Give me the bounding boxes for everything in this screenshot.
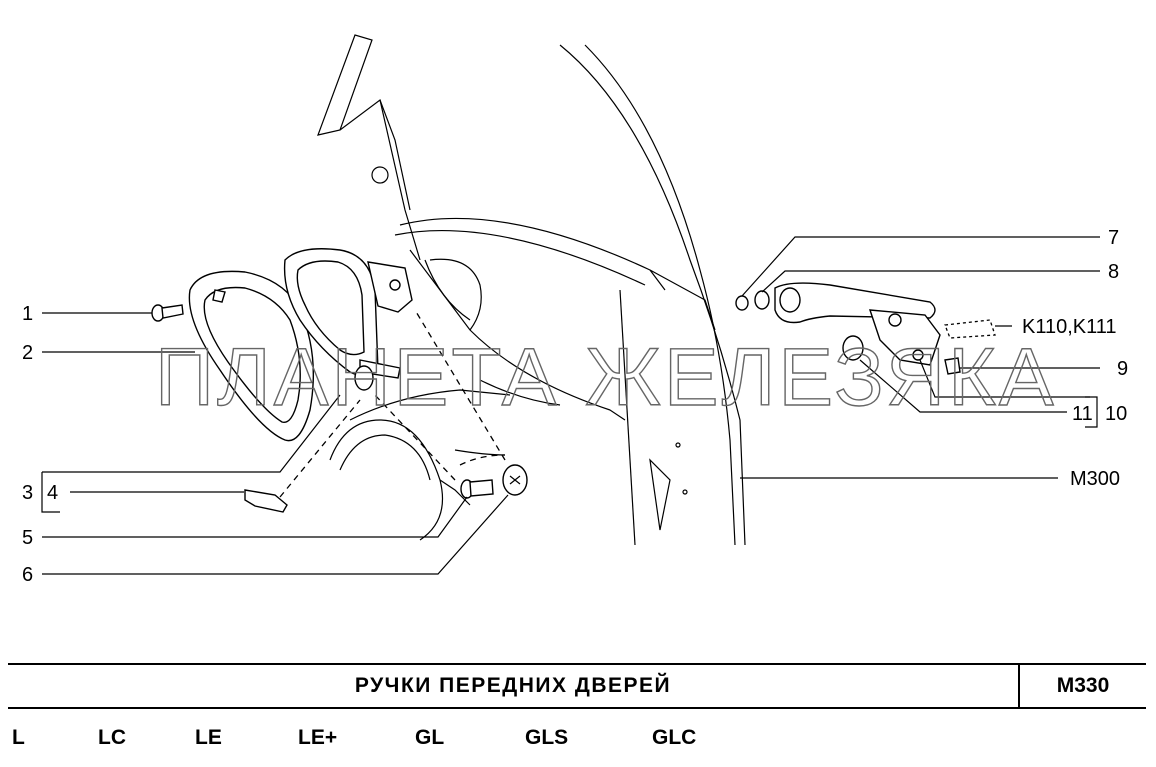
callout-m300: M300 xyxy=(1070,468,1120,490)
parts-diagram: 1 2 3 4 5 6 7 8 K110,K111 9 11 10 M300 П… xyxy=(22,34,1128,586)
callout-10: 10 xyxy=(1105,403,1127,425)
washer-part-6 xyxy=(502,464,528,496)
inner-handle-bezel xyxy=(188,270,315,442)
screw-part-1 xyxy=(151,304,184,322)
callout-k110: K110,K111 xyxy=(1022,316,1117,338)
variant-gls: GLS xyxy=(525,726,569,749)
callout-5: 5 xyxy=(22,527,33,549)
title-block: РУЧКИ ПЕРЕДНИХ ДВЕРЕЙ M330 xyxy=(8,663,1146,709)
callout-11: 11 xyxy=(1072,403,1093,425)
callout-labels: 1 2 3 4 5 6 7 8 K110,K111 9 11 10 M300 xyxy=(22,227,1128,586)
callout-3: 3 xyxy=(22,482,33,504)
screw-part-5 xyxy=(460,479,494,499)
outer-handle xyxy=(735,282,996,375)
inner-handle xyxy=(283,248,413,391)
callout-2: 2 xyxy=(22,342,33,364)
watermark: ПЛАНЕТА ЖЕЛЕЗЯКА xyxy=(155,332,1057,423)
diagram-title: РУЧКИ ПЕРЕДНИХ ДВЕРЕЙ xyxy=(354,674,672,697)
variant-lc: LC xyxy=(98,726,126,749)
callout-1: 1 xyxy=(22,303,33,325)
callout-4: 4 xyxy=(47,482,58,504)
callout-7: 7 xyxy=(1108,227,1119,249)
model-variants: L LC LE LE+ GL GLS GLC xyxy=(0,722,1156,762)
callout-9: 9 xyxy=(1117,358,1128,380)
variant-le: LE xyxy=(195,726,222,749)
diagram-code: M330 xyxy=(1018,665,1146,707)
variant-gl: GL xyxy=(415,726,445,749)
callout-8: 8 xyxy=(1108,261,1119,283)
variant-l: L xyxy=(12,726,25,749)
variant-glc: GLC xyxy=(652,726,697,749)
car-body xyxy=(317,34,746,546)
assembly-lines xyxy=(279,309,506,498)
callout-6: 6 xyxy=(22,564,33,586)
variant-le-plus: LE+ xyxy=(298,726,338,749)
clip-part-4 xyxy=(244,489,288,513)
leader-lines xyxy=(41,236,1100,575)
